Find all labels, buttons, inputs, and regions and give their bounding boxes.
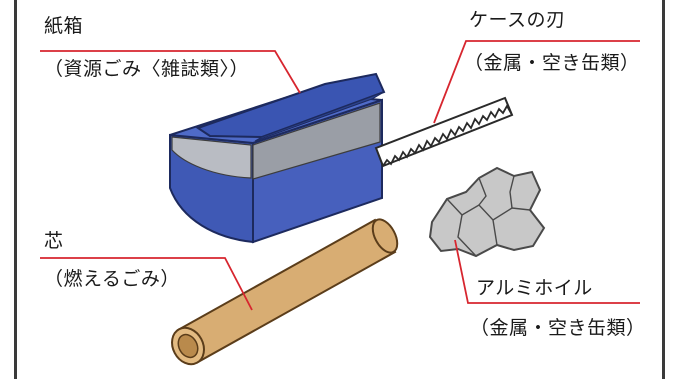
leader-line-blade [433,40,640,124]
case-blade-category: （金属・空き缶類） [464,52,640,74]
frame-left-border [14,0,17,379]
core-label: 芯 [44,230,64,252]
frame-right-border [662,0,665,379]
saw-blade-illustration [374,96,514,168]
aluminum-foil-label: アルミホイル [476,277,593,299]
cardboard-core-illustration [171,218,399,366]
aluminum-foil-category: （金属・空き缶類） [470,317,646,339]
case-blade-label: ケースの刃 [469,9,566,31]
leader-line-box [40,50,301,94]
aluminum-foil-illustration [428,166,546,258]
leader-line-foil [454,239,640,304]
paper-box-label: 紙箱 [44,15,84,37]
leader-line-core [40,257,253,311]
leader-lines [40,40,640,311]
paper-box-category: （資源ごみ〈雑誌類〉） [44,58,250,80]
paper-box-illustration [169,72,386,244]
core-category: （燃えるごみ） [44,268,180,290]
